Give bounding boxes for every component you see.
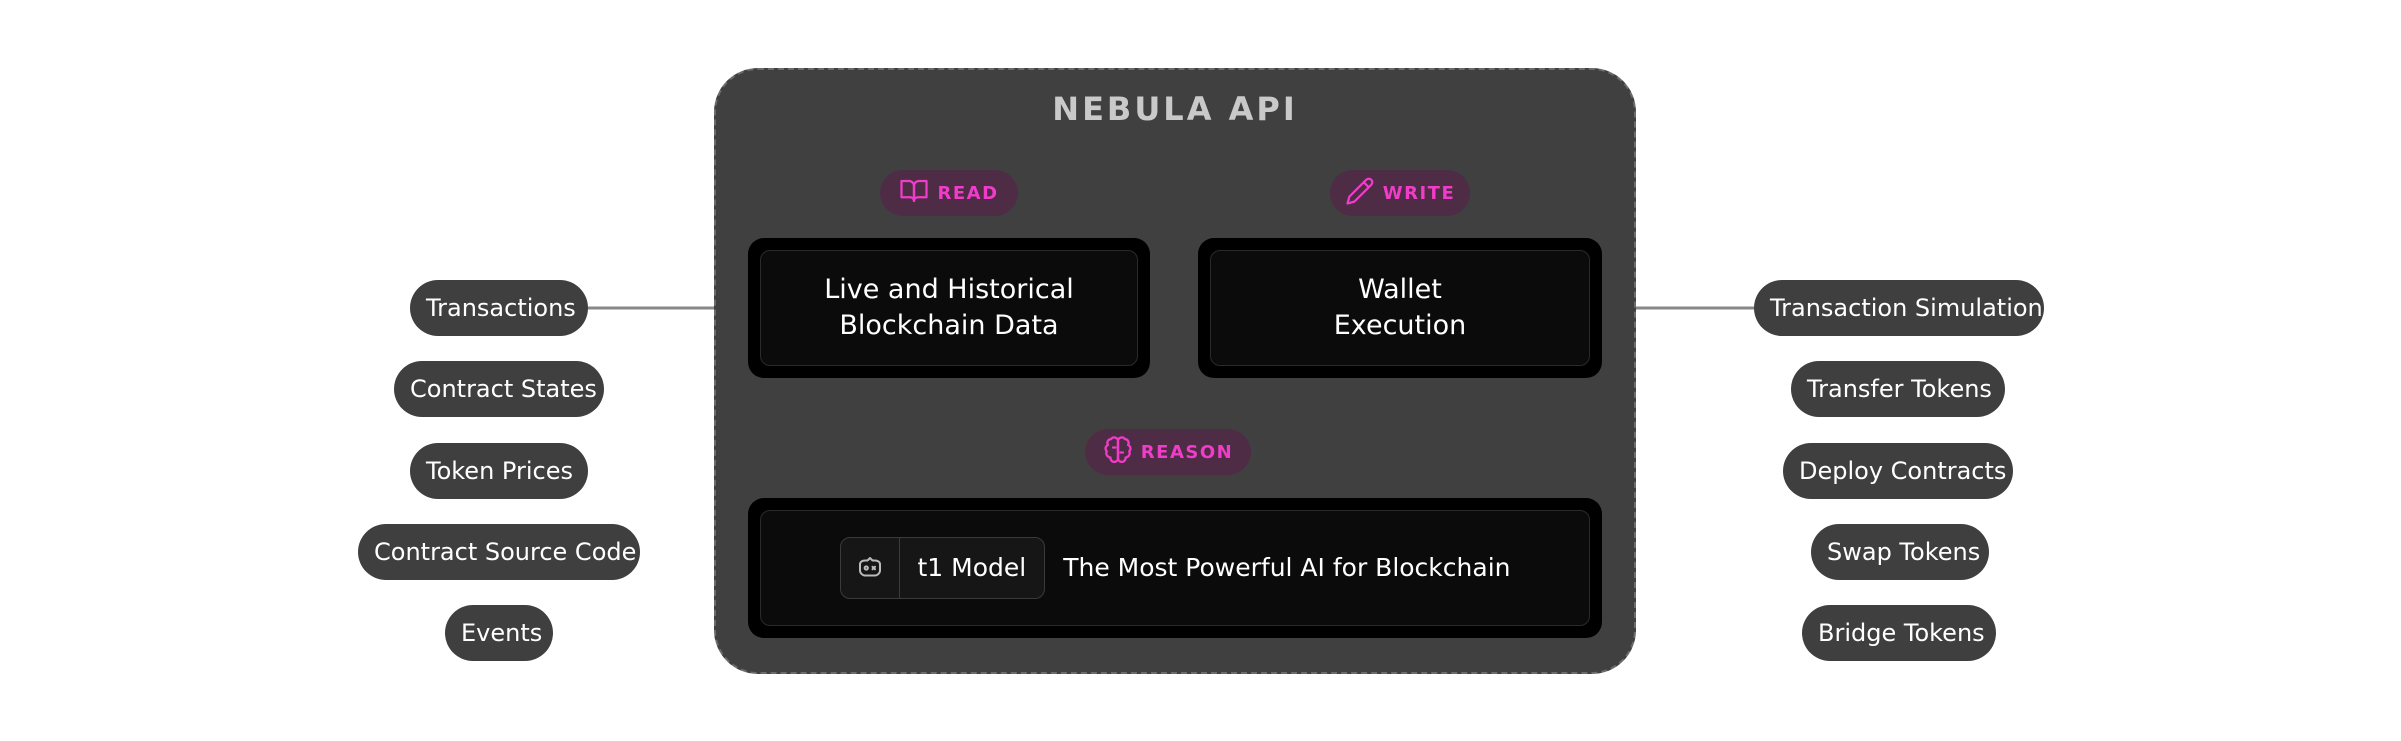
read-badge: READ <box>880 170 1018 216</box>
write-badge-label: WRITE <box>1382 182 1456 204</box>
left-item-contract-source-code: Contract Source Code <box>358 524 640 580</box>
reason-badge-label: REASON <box>1140 441 1234 463</box>
model-card: t1 Model The Most Powerful AI for Blockc… <box>748 498 1602 638</box>
read-card-inner: Live and Historical Blockchain Data <box>760 250 1138 366</box>
read-badge-label: READ <box>937 182 999 204</box>
write-card-line-1: Wallet <box>1358 274 1442 305</box>
write-card-inner: Wallet Execution <box>1210 250 1590 366</box>
write-badge: WRITE <box>1330 170 1470 216</box>
left-item-contract-states: Contract States <box>394 361 604 417</box>
read-card: Live and Historical Blockchain Data <box>748 238 1150 378</box>
left-item-token-prices: Token Prices <box>410 443 588 499</box>
reason-badge: REASON <box>1085 429 1251 475</box>
model-card-inner: t1 Model The Most Powerful AI for Blockc… <box>760 510 1590 626</box>
right-item-transfer-tokens: Transfer Tokens <box>1791 361 2005 417</box>
model-name: t1 Model <box>917 553 1027 582</box>
write-card-line-2: Execution <box>1333 310 1467 341</box>
api-title: NEBULA API <box>1052 90 1298 128</box>
cpu-chip-icon <box>841 538 900 598</box>
right-item-deploy-contracts: Deploy Contracts <box>1783 443 2013 499</box>
right-item-swap-tokens: Swap Tokens <box>1811 524 1989 580</box>
read-card-line-1: Live and Historical <box>824 274 1074 305</box>
pencil-icon <box>1345 176 1375 211</box>
open-book-icon <box>899 176 929 211</box>
write-card: Wallet Execution <box>1198 238 1602 378</box>
left-item-transactions: Transactions <box>410 280 588 336</box>
model-tagline: The Most Powerful AI for Blockchain <box>1063 553 1511 582</box>
right-item-transaction-simulation: Transaction Simulation <box>1754 280 2044 336</box>
right-item-bridge-tokens: Bridge Tokens <box>1802 605 1996 661</box>
read-card-line-2: Blockchain Data <box>839 310 1059 341</box>
brain-icon <box>1103 435 1133 470</box>
left-item-events: Events <box>445 605 553 661</box>
model-chip: t1 Model <box>839 537 1046 599</box>
